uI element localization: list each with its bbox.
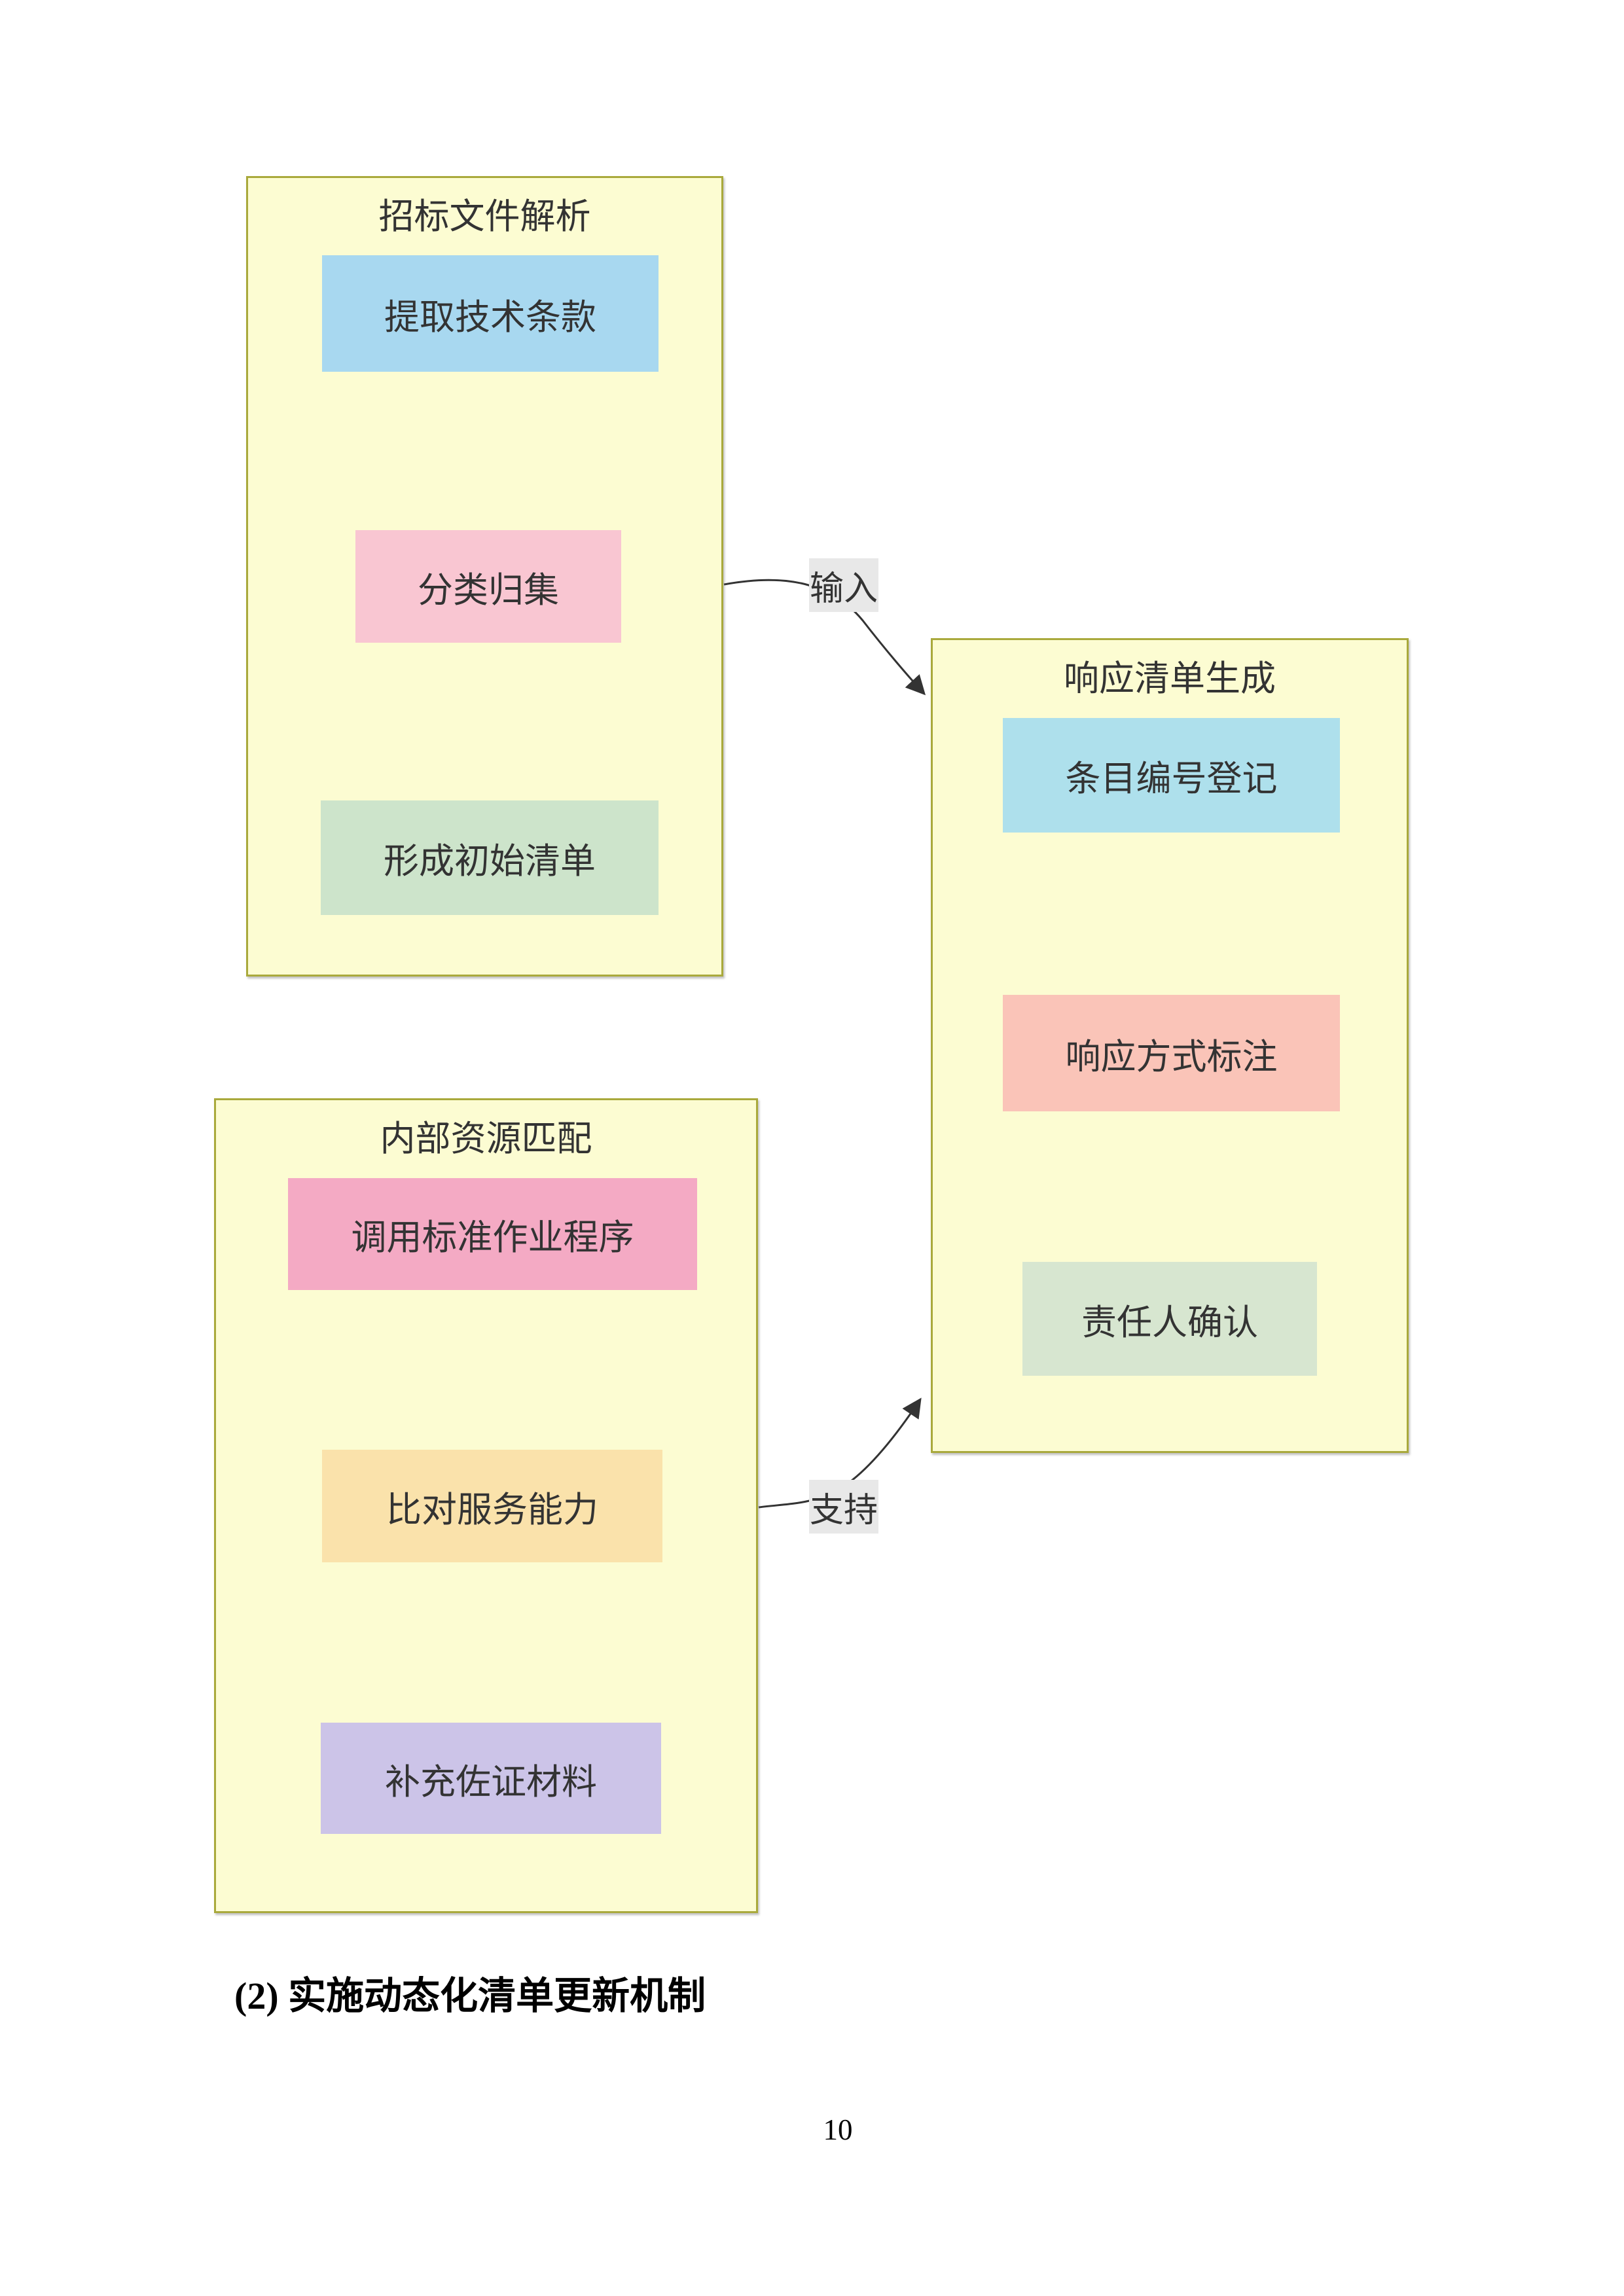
node-owner-confirm: 责任人确认 — [1022, 1262, 1317, 1376]
page-number: 10 — [823, 2113, 853, 2146]
node-call-sop: 调用标准作业程序 — [288, 1178, 697, 1290]
node-initial-list: 形成初始清单 — [321, 800, 659, 915]
node-compare-capability: 比对服务能力 — [322, 1450, 662, 1562]
group-resource-match-title: 内部资源匹配 — [380, 1119, 592, 1158]
node-response-annotate: 响应方式标注 — [1003, 995, 1340, 1111]
section-heading: (2) 实施动态化清单更新机制 — [234, 1975, 706, 2017]
node-classify-collect: 分类归集 — [355, 530, 621, 643]
edge-label-support: 支持 — [809, 1480, 878, 1534]
node-entry-register: 条目编号登记 — [1003, 718, 1340, 833]
group-response-list-title: 响应清单生成 — [1064, 659, 1276, 698]
node-supplement-evidence: 补充佐证材料 — [321, 1723, 661, 1834]
edge-label-input: 输入 — [809, 558, 878, 612]
group-tender-parse-title: 招标文件解析 — [378, 197, 591, 236]
node-extract-clauses: 提取技术条款 — [322, 255, 659, 372]
